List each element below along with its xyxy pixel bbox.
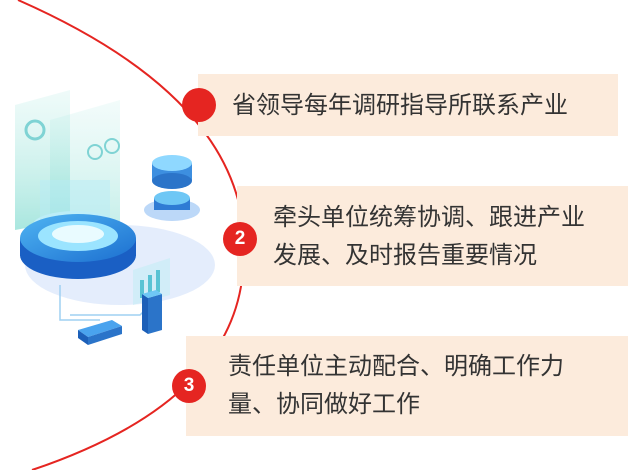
list-item-1: 省领导每年调研指导所联系产业 [198,74,618,136]
item-2-marker: 2 [223,222,257,256]
item-1-text: 省领导每年调研指导所联系产业 [232,91,568,119]
item-2-line-1: 牵头单位统筹协调、跟进产业 [273,203,585,231]
list-item-3: 责任单位主动配合、明确工作力 量、协同做好工作 [186,336,628,436]
item-1-marker [182,88,216,122]
server-data-illustration [15,90,215,345]
item-2-line-2: 发展、及时报告重要情况 [273,241,537,269]
item-3-line-2: 量、协同做好工作 [228,390,420,418]
item-2-number: 2 [234,228,246,249]
list-item-2: 牵头单位统筹协调、跟进产业 发展、及时报告重要情况 [237,186,628,286]
item-3-number: 3 [183,375,195,396]
item-3-line-1: 责任单位主动配合、明确工作力 [228,352,564,380]
item-3-marker: 3 [172,369,206,403]
